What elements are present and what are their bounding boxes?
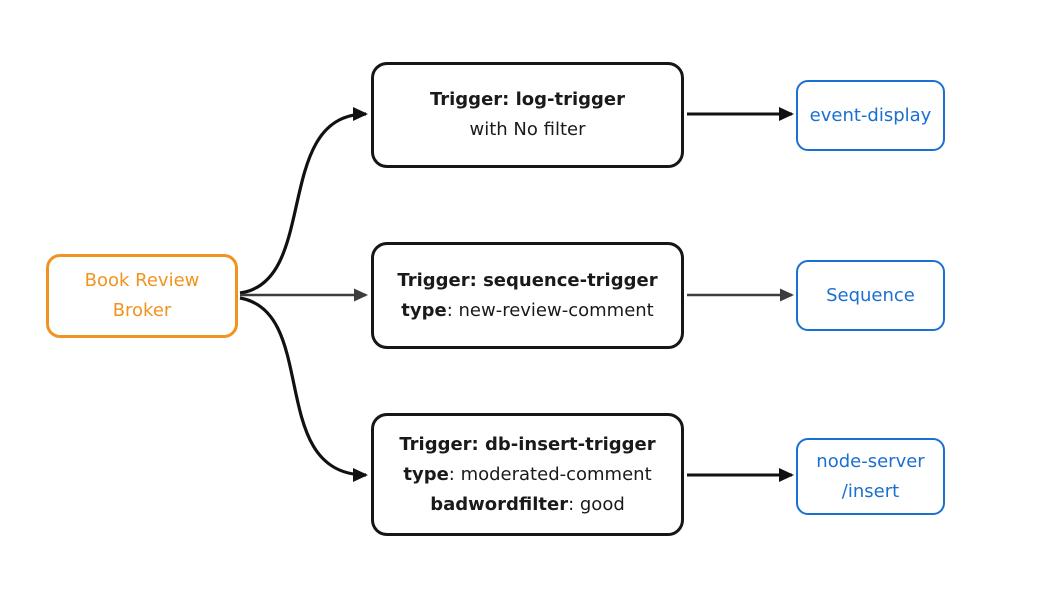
trigger-filter-line: type: new-review-comment (401, 296, 653, 326)
trigger-title-bold: Trigger: db-insert-trigger (399, 433, 656, 455)
trigger-filter-bold: badwordfilter (430, 493, 569, 515)
arrow-broker-to-log-trigger (239, 107, 368, 295)
trigger-title: Trigger: sequence-trigger (397, 266, 657, 296)
sink-label: Sequence (826, 284, 915, 306)
trigger-filter-rest: : new-review-comment (446, 299, 654, 321)
trigger-node-db-insert-trigger: Trigger: db-insert-trigger type: moderat… (371, 413, 684, 536)
sink-label-line1: node-server (816, 450, 925, 472)
sink-node-node-server-insert: node-server /insert (796, 438, 945, 515)
trigger-title-bold: Trigger: sequence-trigger (397, 269, 658, 291)
trigger-filter-rest: with No filter (469, 119, 586, 140)
trigger-filter-line: with No filter (470, 115, 586, 145)
sink-node-sequence: Sequence (796, 260, 945, 331)
broker-label-line1: Book Review (84, 270, 200, 291)
broker-node: Book Review Broker (46, 254, 238, 338)
trigger-filter-bold: type (401, 299, 447, 321)
trigger-filter-bold: type (403, 463, 449, 485)
broker-label-line2: Broker (112, 300, 172, 321)
trigger-title: Trigger: db-insert-trigger (399, 430, 655, 460)
trigger-filter-line: badwordfilter: good (430, 490, 625, 520)
trigger-node-sequence-trigger: Trigger: sequence-trigger type: new-revi… (371, 242, 684, 349)
trigger-filter-line: type: moderated-comment (403, 460, 651, 490)
sink-node-event-display: event-display (796, 80, 945, 151)
arrow-broker-to-db-insert-trigger (239, 296, 368, 482)
trigger-filter-rest: : moderated-comment (448, 463, 652, 485)
trigger-node-log-trigger: Trigger: log-trigger with No filter (371, 62, 684, 168)
trigger-title: Trigger: log-trigger (430, 85, 625, 115)
trigger-title-bold: Trigger: log-trigger (429, 89, 626, 110)
sink-label: event-display (809, 104, 932, 126)
sink-label-line2: /insert (841, 480, 900, 502)
trigger-filter-rest: : good (568, 493, 625, 515)
